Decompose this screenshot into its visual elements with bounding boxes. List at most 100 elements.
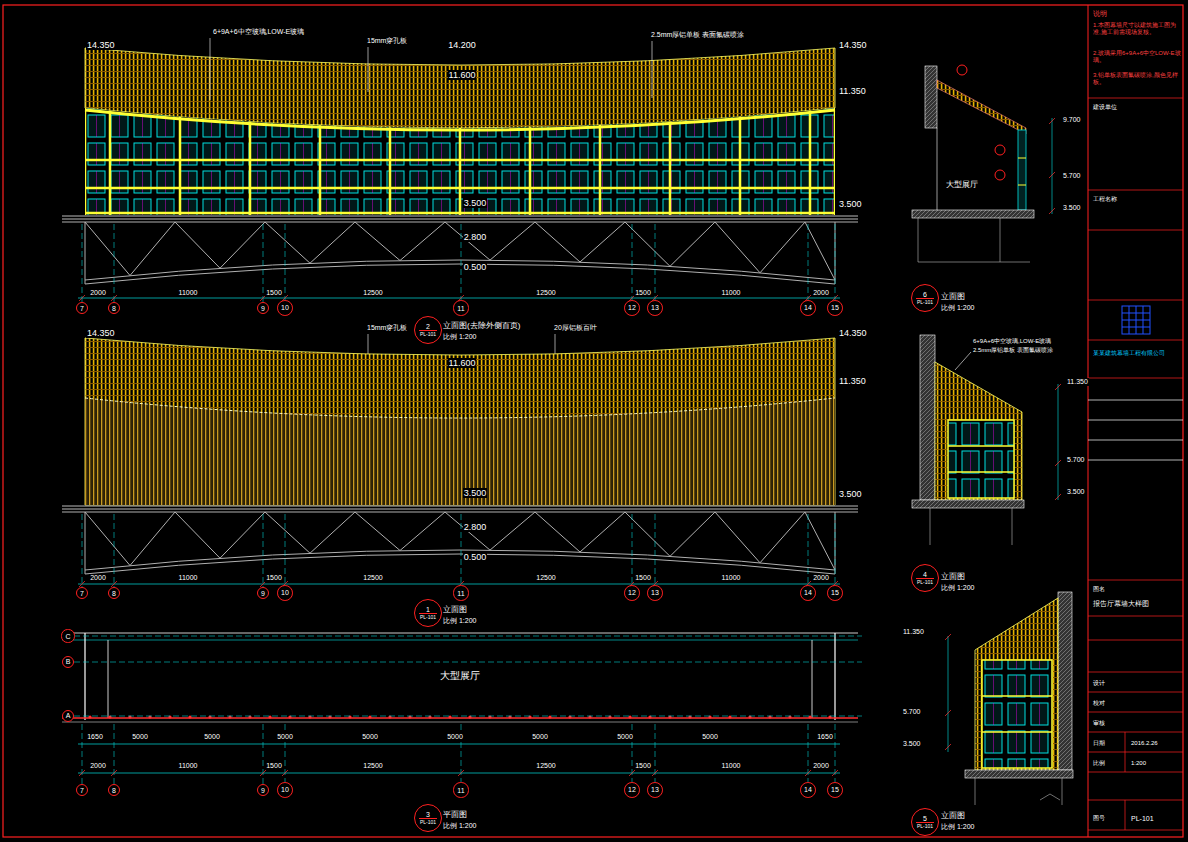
axis-bubble: 15 — [827, 300, 843, 316]
drawing-label: 6+9A+6中空玻璃,LOW-E玻璃 — [212, 28, 305, 36]
drawing-label: 5000 — [446, 733, 464, 741]
view-title-bubble: 5PL-101 — [911, 808, 939, 836]
drawing-label: 5000 — [203, 733, 221, 741]
axis-number: 11 — [456, 305, 465, 312]
drawing-label: 5000 — [131, 733, 149, 741]
steel-truss — [62, 222, 858, 284]
axis-lines — [82, 224, 835, 302]
axis-number: 12 — [627, 589, 637, 596]
axis-number: B — [65, 658, 72, 665]
axis-number: 9 — [260, 305, 266, 312]
drawing-label: 11.350 — [838, 376, 867, 386]
drawing-label: 立面图(去除外侧百页) — [442, 321, 521, 330]
drawing-label: 建设单位 — [1092, 104, 1118, 111]
axis-bubble: 13 — [647, 585, 663, 601]
elevation-glazed — [62, 48, 858, 219]
drawing-label: 3.500 — [838, 489, 863, 499]
drawing-label: 1650 — [86, 733, 104, 741]
drawing-label: 14.350 — [838, 40, 868, 50]
drawing-label: 5000 — [361, 733, 379, 741]
title-block-grid — [1088, 98, 1183, 830]
axis-number: 7 — [79, 305, 85, 312]
view-number: 5 — [922, 815, 928, 822]
axis-bubble: 7 — [76, 302, 88, 314]
drawing-label: 比例 1:200 — [940, 584, 975, 592]
drawing-label: 2.5mm厚铝单板 表面氟碳喷涂 — [972, 347, 1054, 354]
section-detail — [945, 592, 1073, 805]
drawing-label: 2000 — [89, 574, 107, 582]
drawing-label: 某某建筑幕墙工程有限公司 — [1092, 350, 1182, 357]
drawing-label: 3.500 — [463, 198, 488, 208]
drawing-label: 11.600 — [448, 358, 477, 368]
axis-number: 7 — [79, 590, 85, 597]
drawing-label: 5000 — [616, 733, 634, 741]
section-detail — [912, 335, 1061, 545]
axis-number: 10 — [280, 304, 290, 311]
drawing-label: 2016.2.26 — [1130, 740, 1159, 747]
dimension-line — [78, 744, 840, 776]
sheet-number: PL-101 — [916, 298, 934, 305]
drawing-label: 11.350 — [902, 628, 925, 636]
drawing-label: 3.500 — [838, 199, 863, 209]
axis-lines — [74, 636, 862, 784]
drawing-label: 说明 — [1092, 10, 1108, 18]
axis-bubble: 11 — [453, 300, 468, 315]
drawing-label: 1500 — [265, 289, 283, 297]
drawing-label: 0.500 — [463, 262, 488, 272]
axis-number: 12 — [627, 786, 637, 793]
axis-bubble: 15 — [827, 782, 843, 798]
axis-bubble: 10 — [277, 585, 293, 601]
drawing-label: 1500 — [634, 289, 652, 297]
drawing-label: 图名 — [1092, 586, 1106, 593]
axis-bubble: 15 — [827, 585, 843, 601]
axis-number: 9 — [260, 787, 266, 794]
drawing-label: 比例 1:200 — [940, 304, 975, 312]
drawing-label: 2000 — [89, 289, 107, 297]
drawing-label: 比例 1:200 — [442, 822, 477, 830]
drawing-label: 11.600 — [448, 70, 477, 80]
drawing-label: 5.700 — [902, 708, 922, 716]
drawing-label: 0.500 — [463, 552, 488, 562]
drawing-label: 12500 — [535, 574, 556, 582]
view-title-bubble: 2PL-101 — [414, 316, 442, 344]
axis-bubble: 13 — [647, 782, 663, 798]
sheet-number: PL-101 — [916, 578, 934, 585]
drawing-label: 12500 — [362, 574, 383, 582]
drawing-label: 11000 — [178, 574, 199, 582]
company-logo — [1122, 306, 1150, 334]
drawing-label: 14.350 — [86, 40, 116, 50]
leader-lines — [210, 38, 652, 380]
drawing-label: 11000 — [178, 762, 199, 770]
drawing-label: 12500 — [362, 289, 383, 297]
axis-bubble: 10 — [277, 782, 293, 798]
axis-number: 10 — [280, 589, 290, 596]
drawing-label: 1500 — [634, 762, 652, 770]
drawing-label: 2.5mm厚铝单板 表面氟碳喷涂 — [650, 31, 745, 39]
drawing-label: 12500 — [362, 762, 383, 770]
sheet-number: PL-101 — [419, 330, 437, 337]
axis-bubble: 8 — [108, 784, 120, 796]
drawing-label: 比例 1:200 — [442, 333, 477, 341]
drawing-label: 2.玻璃采用6+9A+6中空LOW-E玻璃。 — [1092, 50, 1182, 64]
view-title-bubble: 4PL-101 — [911, 564, 939, 592]
axis-bubble: 13 — [647, 300, 663, 316]
axis-bubble: C — [61, 629, 74, 642]
drawing-label: 1650 — [816, 733, 834, 741]
view-number: 2 — [425, 323, 431, 330]
drawing-label: 5.700 — [1062, 172, 1082, 180]
drawing-label: 3.500 — [1062, 204, 1082, 212]
view-title-bubble: 6PL-101 — [911, 284, 939, 312]
axis-bubble: A — [62, 710, 75, 723]
axis-number: 8 — [111, 590, 117, 597]
drawing-label: 11000 — [721, 289, 742, 297]
axis-number: 8 — [111, 787, 117, 794]
axis-number: 13 — [650, 786, 660, 793]
drawing-label: 9.700 — [1062, 116, 1082, 124]
axis-number: 12 — [627, 304, 637, 311]
axis-bubble: 8 — [108, 302, 120, 314]
drawing-label: 立面图 — [940, 811, 966, 820]
drawing-label: 3.500 — [902, 740, 922, 748]
drawing-label: 15mm穿孔板 — [366, 324, 408, 332]
drawing-label: 校对 — [1092, 700, 1106, 707]
